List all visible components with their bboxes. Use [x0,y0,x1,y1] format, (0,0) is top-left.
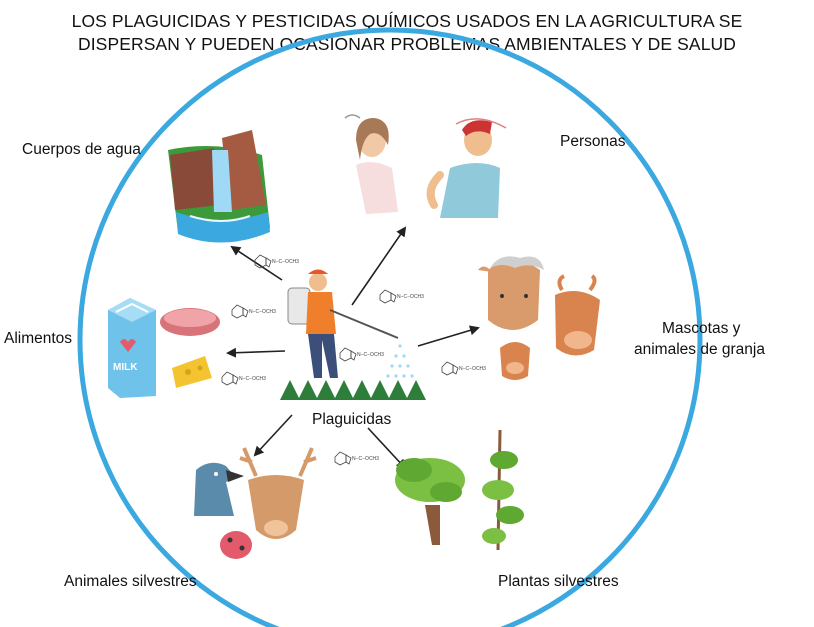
svg-text:N−C−OCH3: N−C−OCH3 [272,259,299,265]
title-line-1: LOS PLAGUICIDAS Y PESTICIDAS QUÍMICOS US… [71,11,743,31]
boundary-circle [77,27,703,627]
arrow-to-food [226,347,286,358]
arrows [226,226,480,470]
farmer-illustration [280,269,426,400]
chem-structure-2: N−C−OCH3 [231,304,276,319]
label-wild-plants: Plantas silvestres [498,573,619,590]
people-illustration [344,114,507,218]
svg-text:N−C−OCH3: N−C−OCH3 [357,352,384,358]
svg-text:N−C−OCH3: N−C−OCH3 [459,366,486,372]
arrow-to-wild-plants [367,427,407,470]
arrow-to-people [351,226,407,306]
chem-structure-1: N−C−OCH3 [254,254,299,269]
arrow-to-water [230,245,283,281]
label-pets-line-2: animales de granja [634,341,765,358]
svg-text:N−C−OCH3: N−C−OCH3 [249,309,276,315]
diagram-title: LOS PLAGUICIDAS Y PESTICIDAS QUÍMICOS US… [0,10,814,56]
label-wild-animals: Animales silvestres [64,573,197,590]
arrow-to-wild-animals [253,414,293,457]
waterfall-illustration [168,130,270,243]
arrow-to-pets [417,325,480,347]
chem-structure-7: N−C−OCH3 [334,451,379,466]
chemical-structures: N−C−OCH3 N−C−OCH3 N−C−OCH3 N−C−OCH3 N−C−… [221,254,486,466]
title-line-2: DISPERSAN Y PUEDEN OCASIONAR PROBLEMAS A… [77,34,737,54]
milk-text: MILK [113,362,138,373]
label-water-bodies: Cuerpos de agua [22,141,141,158]
chem-structure-6: N−C−OCH3 [441,361,486,376]
label-center-pesticides: Plaguicidas [312,411,392,428]
label-food: Alimentos [4,330,73,347]
chem-structure-4: N−C−OCH3 [339,347,384,362]
chem-structure-5: N−C−OCH3 [221,371,266,386]
svg-text:N−C−OCH3: N−C−OCH3 [239,376,266,382]
label-people: Personas [560,133,626,150]
wild-animals-illustration [194,447,317,559]
wild-plants-illustration [395,429,524,551]
label-pets-line-1: Mascotas y [662,320,741,337]
chem-structure-3: N−C−OCH3 [379,289,424,304]
farm-animals-illustration [478,256,600,380]
svg-text:N−C−OCH3: N−C−OCH3 [397,294,424,300]
food-illustration: MILK [108,298,220,398]
svg-text:N−C−OCH3: N−C−OCH3 [352,456,379,462]
